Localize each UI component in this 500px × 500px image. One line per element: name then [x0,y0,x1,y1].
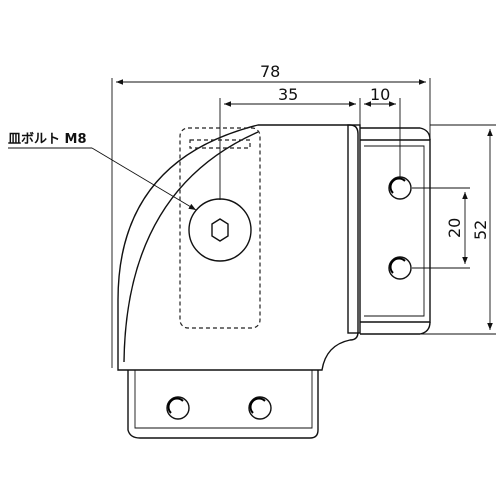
bolt-head [188,198,252,262]
rivet-hole-bottom-left [166,396,190,420]
right-flange [347,124,431,335]
bottom-insert [127,370,319,439]
elbow-body [117,124,359,371]
dim-bolt-offset-text: 35 [278,85,298,104]
bolt-label: 皿ボルト M8 [8,131,87,147]
dim-flange-text: 10 [370,85,390,104]
dim-total-width-text: 78 [260,62,280,81]
rivet-hole-right-top [388,176,412,200]
bolt-leader [8,147,197,211]
dimension-height [362,124,496,335]
rivet-hole-right-bottom [388,256,412,280]
dim-hole-pitch-text: 20 [445,218,464,238]
dim-height-text: 52 [471,220,490,240]
dimension-bolt-offset [219,98,361,200]
dimension-flange [364,98,401,178]
dimension-hole-pitch [412,187,470,269]
dimension-total-width [111,78,431,368]
rivet-holes [166,176,412,420]
rivet-hole-bottom-right [248,396,272,420]
